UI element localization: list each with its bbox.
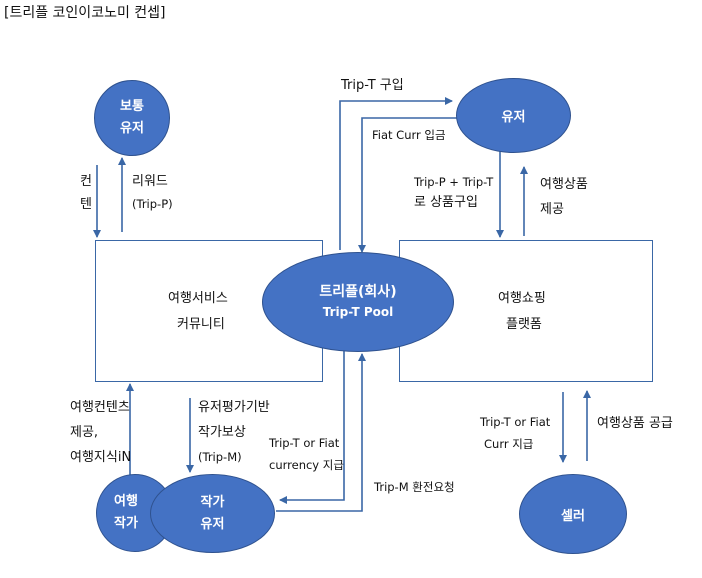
community-label-line1: 여행서비스 <box>168 291 228 306</box>
travel-content-label-line3: 여행지식iN <box>70 450 132 465</box>
exchange-arrow <box>276 353 366 512</box>
author-user-line2: 유저 <box>200 516 225 532</box>
normal-user-line1: 보통 <box>120 99 144 114</box>
seller-label: 셀러 <box>561 508 585 524</box>
author-eval-label-line1: 유저평가기반 <box>198 400 270 415</box>
triple-node: 트리플(회사) Trip-T Pool <box>262 252 454 352</box>
payout-arrow <box>279 350 345 504</box>
seller-supply-label: 여행상품 공급 <box>597 416 673 431</box>
content-label-line1: 컨 <box>80 174 92 189</box>
seller-pay-label-line2: Curr 지급 <box>484 437 534 451</box>
travel-author-line2: 작가 <box>114 516 138 531</box>
shopping-label-line1: 여행쇼핑 <box>498 291 546 306</box>
payout-label-line1: Trip-T or Fiat <box>269 436 340 450</box>
user-node: 유저 <box>456 78 571 153</box>
trip-t-buy-label: Trip-T 구입 <box>341 78 404 93</box>
travel-content-label-line1: 여행컨텐츠 <box>70 400 130 415</box>
content-label-line2: 텐 <box>80 197 92 212</box>
author-user-line1: 작가 <box>200 494 225 510</box>
travel-author-line1: 여행 <box>114 494 138 509</box>
normal-user-node: 보통 유저 <box>94 80 170 156</box>
page-title: [트리플 코인이코노미 컨셉] <box>4 5 166 21</box>
exchange-label: Trip-M 환전요청 <box>374 480 455 494</box>
reward-label-line2: (Trip-P) <box>132 197 173 211</box>
shopping-label-line2: 플랫폼 <box>506 317 542 332</box>
community-label-line2: 커뮤니티 <box>177 317 225 332</box>
travel-content-label-line2: 제공, <box>70 425 99 440</box>
author-eval-label-line3: (Trip-M) <box>198 450 242 464</box>
author-user-node: 작가 유저 <box>150 474 275 553</box>
fiat-deposit-label: Fiat Curr 입금 <box>372 128 446 142</box>
triple-line2: Trip-T Pool <box>322 305 394 319</box>
user-label: 유저 <box>501 110 526 125</box>
seller-pay-label-line1: Trip-T or Fiat <box>480 415 551 429</box>
product-provide-label-line2: 제공 <box>540 202 564 217</box>
trip-t-buy-arrow <box>339 97 453 250</box>
reward-label-line1: 리워드 <box>132 174 168 189</box>
product-provide-label-line1: 여행상품 <box>540 177 588 192</box>
payout-label-line2: currency 지급 <box>269 458 344 472</box>
product-buy-label-line1: Trip-P + Trip-T <box>414 175 494 189</box>
triple-line1: 트리플(회사) <box>319 284 397 300</box>
author-eval-label-line2: 작가보상 <box>198 425 246 440</box>
seller-node: 셀러 <box>519 474 627 554</box>
product-buy-label-line2: 로 상품구입 <box>414 195 478 210</box>
normal-user-line2: 유저 <box>120 121 144 136</box>
fiat-deposit-arrow <box>358 117 457 253</box>
shopping-box <box>399 240 653 382</box>
